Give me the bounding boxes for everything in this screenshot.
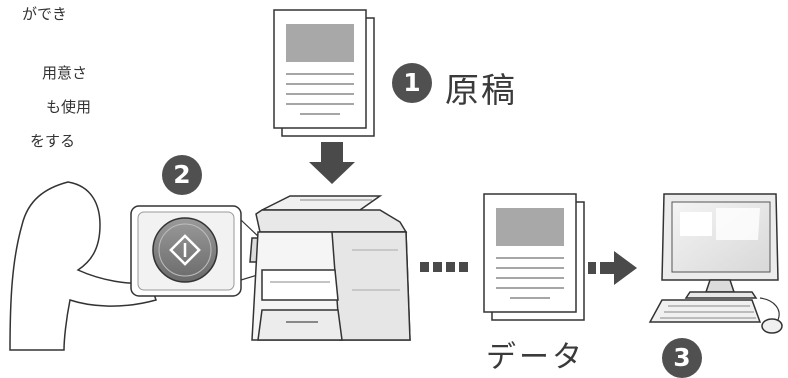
body-text-fragment: ができ bbox=[22, 5, 68, 23]
step-1-badge: 1 bbox=[392, 63, 432, 103]
body-text-fragment: 用意さ bbox=[42, 64, 88, 82]
original-label: 原稿 bbox=[445, 71, 517, 111]
step-3-badge: 3 bbox=[662, 338, 702, 378]
data-label: データ bbox=[486, 340, 585, 375]
data-flow-dots bbox=[420, 262, 468, 272]
down-arrow-icon bbox=[309, 142, 355, 184]
step-2-badge: 2 bbox=[162, 155, 202, 195]
start-button-zoom bbox=[130, 205, 301, 297]
original-document-icon bbox=[273, 9, 375, 137]
body-text-fragment: も使用 bbox=[46, 98, 92, 116]
printer-icon bbox=[249, 195, 411, 341]
right-arrow-icon bbox=[588, 251, 637, 285]
body-text-fragment: をする bbox=[30, 132, 76, 150]
computer-icon bbox=[648, 193, 783, 334]
start-diamond-icon bbox=[169, 234, 201, 266]
data-document-icon bbox=[483, 193, 585, 321]
